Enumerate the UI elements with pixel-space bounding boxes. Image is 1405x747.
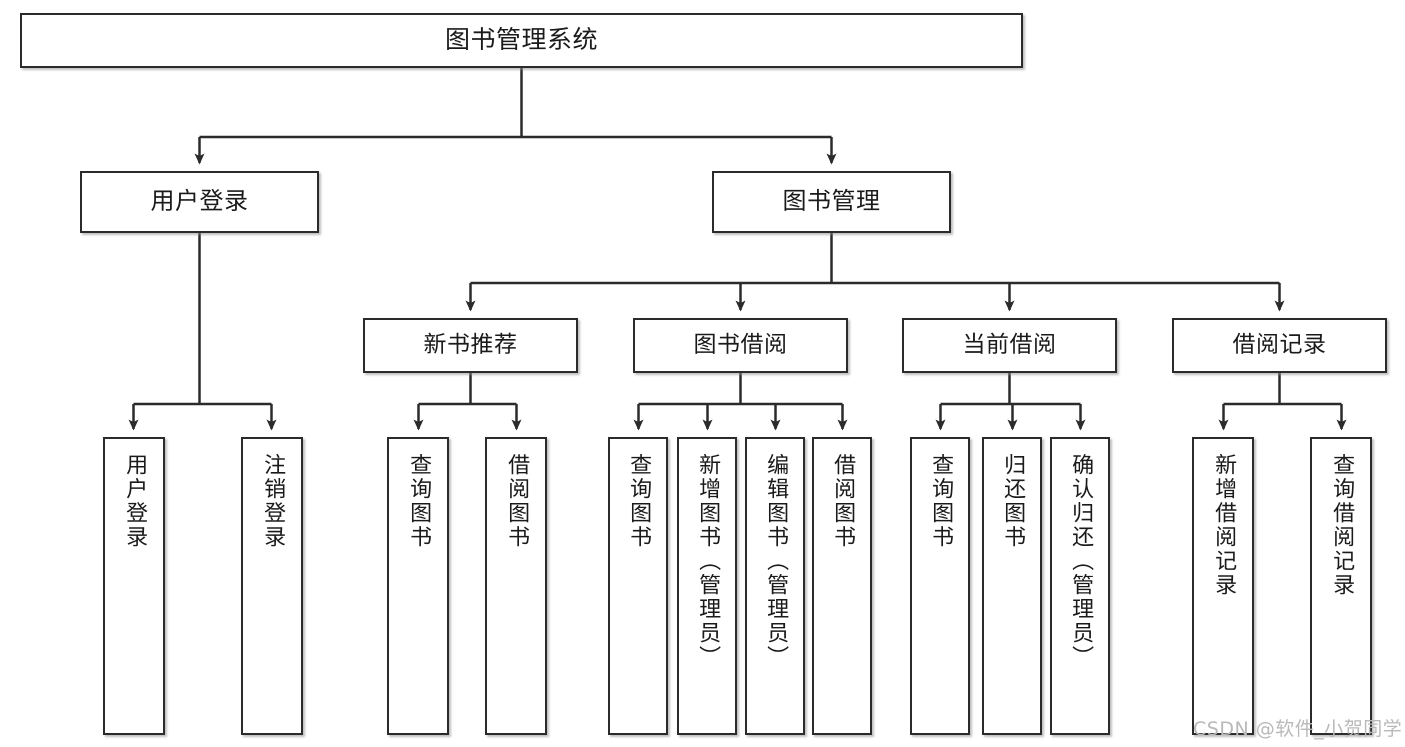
node-book-manage[interactable]: 图书管理	[712, 171, 951, 233]
node-label: 借阅图书	[830, 453, 856, 549]
node-leaf-borrow-book[interactable]: 借阅图书	[812, 437, 872, 735]
node-label: 图书管理	[782, 187, 881, 216]
node-label: 归还图书	[1000, 453, 1026, 549]
node-label: 图书借阅	[693, 332, 788, 359]
node-leaf-query-borrow-record[interactable]: 查询借阅记录	[1310, 437, 1372, 735]
node-leaf-logout[interactable]: 注销登录	[241, 437, 303, 735]
node-label: 用户登录	[122, 453, 148, 549]
node-leaf-add-book-admin[interactable]: 新增图书（管理员）	[677, 437, 737, 735]
node-label: 编辑图书（管理员）	[763, 453, 789, 669]
node-label: 查询图书	[626, 453, 652, 549]
node-leaf-confirm-return-admin[interactable]: 确认归还（管理员）	[1050, 437, 1110, 735]
node-leaf-borrow-book-recommend[interactable]: 借阅图书	[485, 437, 547, 735]
node-label: 查询借阅记录	[1329, 453, 1355, 597]
csdn-watermark: CSDN @软件_小贺同学	[1193, 718, 1403, 740]
node-label: 新书推荐	[423, 332, 518, 359]
node-label: 借阅图书	[504, 453, 530, 549]
node-label: 新增图书（管理员）	[695, 453, 721, 669]
node-label: 注销登录	[260, 453, 286, 549]
node-leaf-query-book-current[interactable]: 查询图书	[910, 437, 970, 735]
node-leaf-add-borrow-record[interactable]: 新增借阅记录	[1192, 437, 1254, 735]
node-leaf-query-book-borrow[interactable]: 查询图书	[608, 437, 668, 735]
node-leaf-query-book-recommend[interactable]: 查询图书	[387, 437, 449, 735]
node-book-borrow[interactable]: 图书借阅	[633, 318, 848, 373]
node-label: 当前借阅	[962, 332, 1057, 359]
node-label: 查询图书	[928, 453, 954, 549]
node-label: 图书管理系统	[444, 25, 598, 55]
node-book-management-system[interactable]: 图书管理系统	[20, 13, 1023, 68]
node-user-login[interactable]: 用户登录	[80, 171, 319, 233]
node-label: 借阅记录	[1232, 332, 1327, 359]
node-current-borrow[interactable]: 当前借阅	[902, 318, 1117, 373]
node-label: 用户登录	[150, 187, 249, 216]
node-label: 新增借阅记录	[1211, 453, 1237, 597]
node-label: 确认归还（管理员）	[1068, 453, 1094, 669]
node-leaf-return-book[interactable]: 归还图书	[982, 437, 1042, 735]
node-leaf-user-login[interactable]: 用户登录	[103, 437, 165, 735]
node-new-book-recommend[interactable]: 新书推荐	[363, 318, 578, 373]
node-label: 查询图书	[406, 453, 432, 549]
node-borrow-record[interactable]: 借阅记录	[1172, 318, 1387, 373]
node-leaf-edit-book-admin[interactable]: 编辑图书（管理员）	[745, 437, 805, 735]
